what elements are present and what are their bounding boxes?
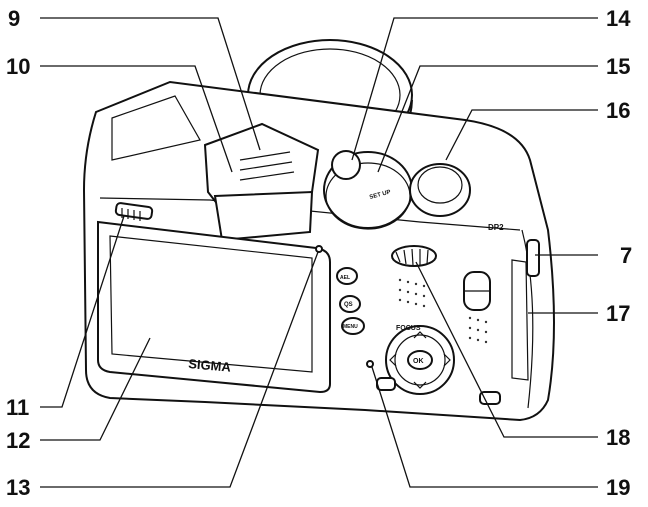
ok-label: OK (413, 358, 424, 365)
callout-15: 15 (606, 54, 630, 79)
zoom-rocker (463, 271, 491, 311)
callout-16: 16 (606, 98, 630, 123)
left-buttons (336, 267, 365, 335)
microphone-dot (366, 360, 374, 368)
bottom-buttons (376, 377, 501, 405)
ael-label: AEL (340, 275, 350, 281)
callout-19: 19 (606, 475, 630, 500)
shutter-button (409, 163, 471, 217)
setup-label: SET UP (369, 190, 391, 201)
flash-switch (114, 202, 154, 221)
leader-lines (40, 17, 598, 488)
four-way-controller (385, 325, 455, 395)
menu-label: MENU (343, 324, 358, 330)
focus-label: FOCUS (396, 325, 421, 332)
hot-shoe (203, 122, 320, 242)
brand-label: SIGMA (188, 356, 232, 375)
model-label: DP2 (488, 223, 504, 232)
callout-18: 18 (606, 425, 630, 450)
strap-lug (526, 239, 540, 277)
callout-labels: 9 10 14 15 16 7 17 11 12 13 18 19 (6, 6, 632, 500)
indicator-lamp (315, 245, 323, 253)
qs-label: QS (344, 302, 353, 308)
callout-12: 12 (6, 428, 30, 453)
mode-dial (323, 150, 413, 230)
callout-14: 14 (606, 6, 631, 31)
callout-10: 10 (6, 54, 30, 79)
callout-9: 9 (8, 6, 20, 31)
callout-17: 17 (606, 301, 630, 326)
callout-13: 13 (6, 475, 30, 500)
callout-11: 11 (6, 395, 29, 420)
lcd-monitor (97, 220, 331, 394)
callout-7: 7 (620, 243, 632, 268)
speaker-grille (398, 278, 488, 344)
command-dial (391, 245, 437, 267)
